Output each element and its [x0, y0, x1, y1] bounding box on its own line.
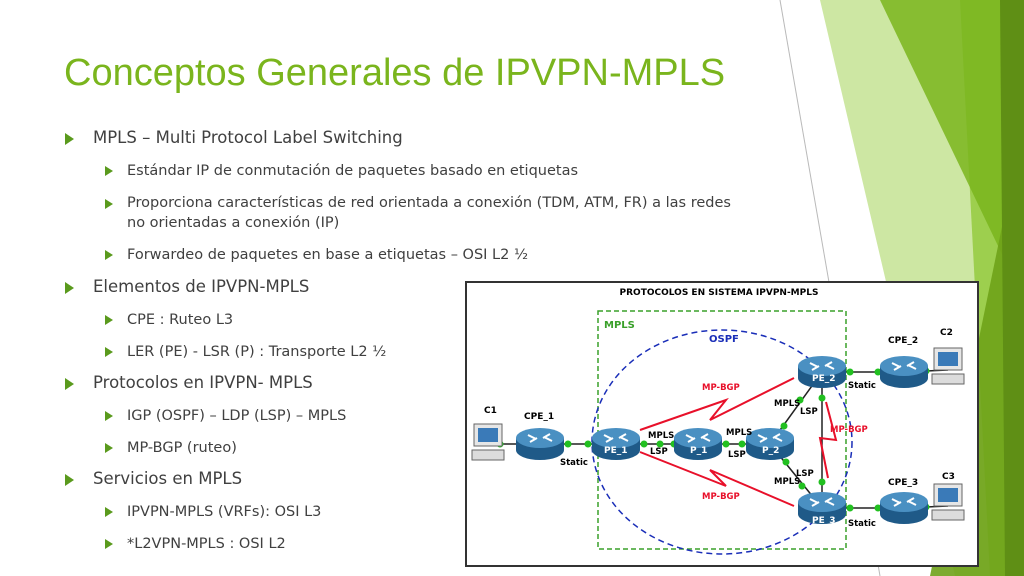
bullet-arrow-icon [105, 250, 113, 260]
bullet-arrow-icon [65, 378, 74, 390]
sub-bullet: IGP (OSPF) – LDP (LSP) – MPLS [127, 408, 347, 424]
sub-bullet: Estándar IP de conmutación de paquetes b… [127, 163, 579, 179]
label-c2: C2 [940, 328, 953, 338]
computer-icon [931, 347, 965, 385]
sub-bullet: IPVPN-MPLS (VRFs): OSI L3 [127, 504, 322, 520]
link-endpoints [496, 367, 930, 512]
label-mpbgp-1: MP-BGP [702, 383, 740, 393]
bullet-servicios: Servicios en MPLS [93, 469, 243, 488]
green-shape-overlay [1000, 0, 1024, 576]
bullet-arrow-icon [65, 474, 74, 486]
sub-bullet: Forwardeo de paquetes en base a etiqueta… [127, 247, 529, 263]
sub-bullet: CPE : Ruteo L3 [127, 312, 234, 328]
label-cpe1: CPE_1 [524, 412, 554, 422]
label-static-3: Static [848, 519, 876, 529]
mpbgp-links [639, 377, 838, 507]
mpls-area [597, 310, 847, 550]
label-mpbgp-3: MP-BGP [830, 425, 868, 435]
green-shape-bright [880, 0, 1024, 300]
sub-bullet: *L2VPN-MPLS : OSI L2 [127, 536, 286, 552]
label-lsp-1: LSP [650, 447, 668, 457]
router-icon [879, 491, 929, 525]
computer-icon [931, 483, 965, 521]
bullet-protocolos: Protocolos en IPVPN- MPLS [93, 373, 313, 392]
sub-bullet-continued: no orientadas a conexión (IP) [127, 215, 340, 231]
label-static-2: Static [848, 381, 876, 391]
label-cpe3: CPE_3 [888, 478, 918, 488]
bullet-arrow-icon [105, 347, 113, 357]
bullet-arrow-icon [105, 507, 113, 517]
label-mpls-4: MPLS [774, 477, 800, 487]
bullet-arrow-icon [105, 166, 113, 176]
label-pe1: PE_1 [604, 446, 628, 456]
bullet-arrow-icon [65, 282, 74, 294]
label-mpbgp-2: MP-BGP [702, 492, 740, 502]
label-lsp-4: LSP [796, 469, 814, 479]
computer-icon [471, 423, 505, 461]
sub-bullet: MP-BGP (ruteo) [127, 440, 237, 456]
network-diagram: PROTOCOLOS EN SISTEMA IPVPN-MPLS MPLS OS… [465, 281, 979, 567]
label-pe3: PE_3 [812, 516, 836, 526]
label-static-1: Static [560, 458, 588, 468]
bullet-arrow-icon [105, 443, 113, 453]
router-icon [879, 355, 929, 389]
label-mpls-3: MPLS [774, 399, 800, 409]
bullet-mpls: MPLS – Multi Protocol Label Switching [93, 128, 403, 147]
label-lsp-3: LSP [800, 407, 818, 417]
sub-bullet: Proporciona características de red orien… [127, 195, 731, 211]
bullet-arrow-icon [65, 133, 74, 145]
label-c1: C1 [484, 406, 497, 416]
bullet-elementos: Elementos de IPVPN-MPLS [93, 277, 310, 296]
bullet-arrow-icon [105, 411, 113, 421]
router-icon [515, 427, 565, 461]
bullet-arrow-icon [105, 539, 113, 549]
label-lsp-2: LSP [728, 450, 746, 460]
label-mpls-1: MPLS [648, 431, 674, 441]
label-p1: P_1 [690, 446, 707, 456]
sub-bullet: LER (PE) - LSR (P) : Transporte L2 ½ [127, 344, 387, 360]
slide-title: Conceptos Generales de IPVPN-MPLS [64, 52, 726, 94]
label-p2: P_2 [762, 446, 779, 456]
diagram-title: PROTOCOLOS EN SISTEMA IPVPN-MPLS [620, 288, 819, 298]
label-cpe2: CPE_2 [888, 336, 918, 346]
bullet-arrow-icon [105, 315, 113, 325]
bullet-arrow-icon [105, 199, 113, 209]
mpls-area-label: MPLS [604, 320, 635, 331]
label-mpls-2: MPLS [726, 428, 752, 438]
label-pe2: PE_2 [812, 374, 836, 384]
ospf-area-label: OSPF [709, 334, 739, 345]
label-c3: C3 [942, 472, 955, 482]
